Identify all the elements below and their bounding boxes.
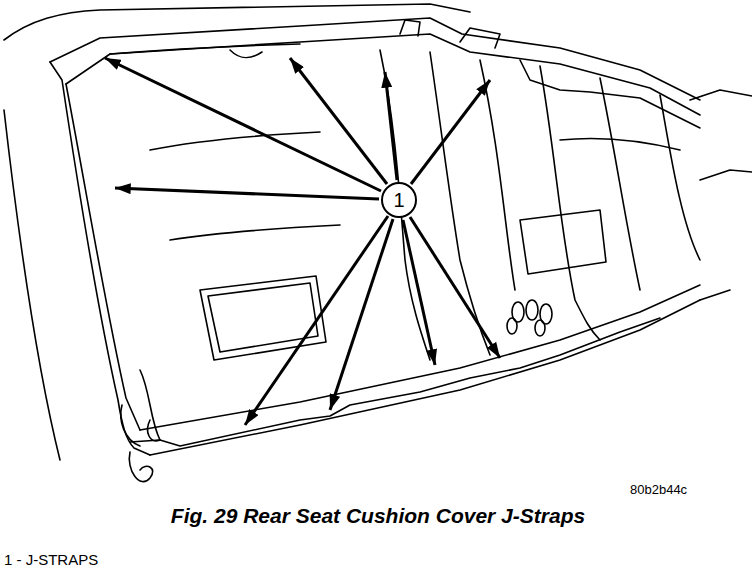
cushion-outline: [4, 4, 752, 482]
callout-circle: 1: [381, 182, 417, 218]
callout-number: 1: [393, 190, 404, 210]
legend-entry: 1 - J-STRAPS: [4, 551, 98, 568]
figure-code: 80b2b44c: [630, 482, 687, 497]
figure-caption: Fig. 29 Rear Seat Cushion Cover J-Straps: [171, 504, 585, 527]
leader-arrows: [105, 58, 500, 425]
